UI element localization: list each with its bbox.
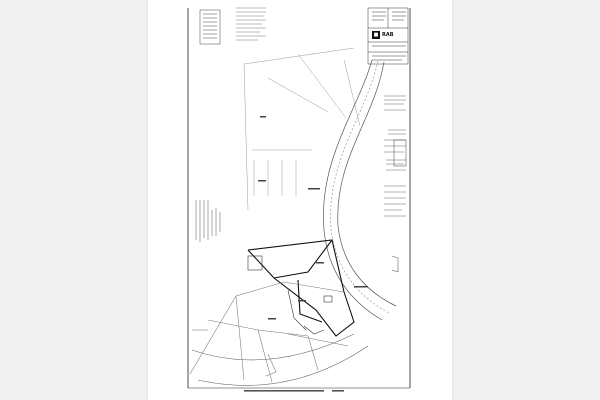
lower-lot-lines — [189, 281, 349, 383]
right-detail-box — [391, 139, 407, 273]
plat-sheet: ■ RAB — [148, 0, 452, 400]
title-block — [367, 7, 409, 65]
top-notes-text — [236, 7, 266, 41]
parcel-inner-lines — [247, 255, 333, 335]
lower-road — [191, 333, 369, 386]
firm-logo-icon: ■ — [372, 31, 380, 39]
vicinity-notes — [195, 200, 221, 242]
lot-labels — [258, 116, 368, 320]
upper-lot-lines — [243, 47, 361, 211]
parcel-boundary — [247, 239, 355, 337]
top-left-notes — [199, 9, 221, 45]
curved-road — [323, 59, 397, 321]
scale-bar — [244, 390, 344, 392]
right-notes — [384, 95, 406, 217]
survey-drawing — [187, 7, 411, 392]
firm-name: RAB — [382, 32, 394, 38]
